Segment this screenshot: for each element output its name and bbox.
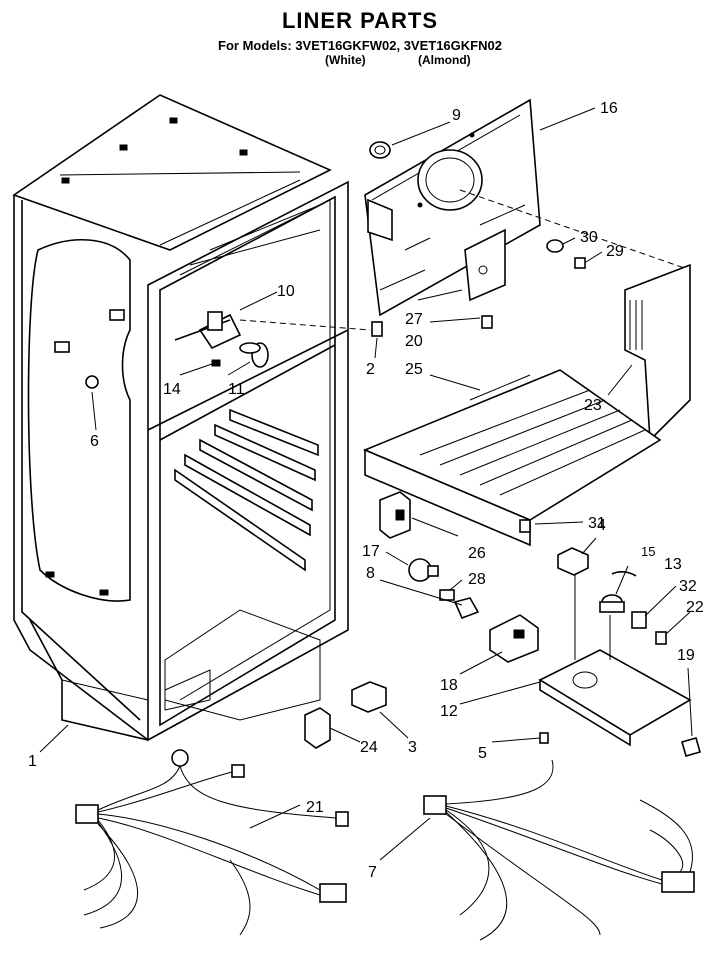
callout-7: 7 [368, 864, 377, 881]
knob-part-4 [557, 547, 589, 576]
variant-white: (White) [325, 53, 366, 67]
callout-23: 23 [584, 397, 602, 414]
callout-19: 19 [677, 647, 695, 664]
callout-13: 13 [664, 556, 682, 573]
liner-cabinet [12, 94, 349, 742]
leader-lines [39, 107, 693, 861]
screw-part-2 [371, 321, 383, 337]
callout-17: 17 [362, 543, 380, 560]
switch-part-26 [379, 491, 411, 539]
callout-27: 27 [405, 311, 423, 328]
switch-part-3 [351, 681, 387, 713]
callout-9: 9 [452, 107, 461, 124]
callout-31: 31 [588, 515, 606, 532]
callout-22: 22 [686, 599, 704, 616]
wire-harness-part-7 [423, 759, 695, 941]
diagram-title: LINER PARTS [281, 8, 439, 33]
screw-part-29 [574, 257, 586, 269]
callout-15: 15 [641, 544, 655, 559]
callout-12: 12 [440, 703, 458, 720]
nut-part-30 [546, 239, 564, 253]
wire-harness-part-21 [75, 749, 349, 936]
evaporator-cover-part-16 [364, 98, 541, 317]
callout-labels: 1 2 3 4 5 6 7 8 9 10 11 12 13 14 15 16 1… [28, 100, 704, 881]
screw-part-14 [211, 359, 221, 367]
light-bulb-part-17 [408, 558, 439, 582]
callout-14: 14 [163, 381, 181, 398]
callout-18: 18 [440, 677, 458, 694]
light-socket-part-24 [304, 707, 331, 749]
bracket-part-32 [631, 611, 647, 629]
callout-16: 16 [600, 100, 618, 117]
model-numbers: For Models: 3VET16GKFW02, 3VET16GKFN02 [218, 38, 502, 53]
grommet-part-9 [369, 141, 391, 159]
variant-almond: (Almond) [418, 53, 471, 67]
thermostat-part-13 [599, 594, 625, 613]
screw-part-31 [519, 519, 531, 533]
light-shield-part-18 [489, 614, 539, 663]
callout-30: 30 [580, 229, 598, 246]
callout-2: 2 [366, 361, 375, 378]
callout-11: 11 [228, 381, 245, 398]
screw-part-20 [481, 315, 493, 329]
air-duct-part-23 [624, 263, 691, 442]
clip-part-22 [655, 631, 667, 645]
control-housing-part-12 [538, 565, 692, 747]
plug-part-6 [85, 375, 99, 389]
screw-part-5 [539, 732, 549, 744]
wire-part-15 [611, 571, 637, 577]
callout-26: 26 [468, 545, 486, 562]
knob-part-19 [681, 737, 701, 757]
light-socket-part-8 [453, 597, 480, 620]
evaporator-tray-part-25 [362, 369, 662, 547]
callout-8: 8 [366, 565, 375, 582]
callout-6: 6 [90, 433, 99, 450]
callout-20: 20 [405, 333, 423, 350]
callout-25: 25 [405, 361, 423, 378]
callout-32: 32 [679, 578, 697, 595]
callout-4: 4 [597, 517, 606, 534]
fan-part-11 [239, 342, 269, 368]
damper-control-part-10 [174, 311, 242, 350]
callout-10: 10 [277, 283, 295, 300]
callout-24: 24 [360, 739, 378, 756]
callout-3: 3 [408, 739, 417, 756]
callout-1: 1 [28, 753, 37, 770]
callout-5: 5 [478, 745, 487, 762]
callout-28: 28 [468, 571, 486, 588]
callout-21: 21 [306, 799, 324, 816]
callout-29: 29 [606, 243, 624, 260]
